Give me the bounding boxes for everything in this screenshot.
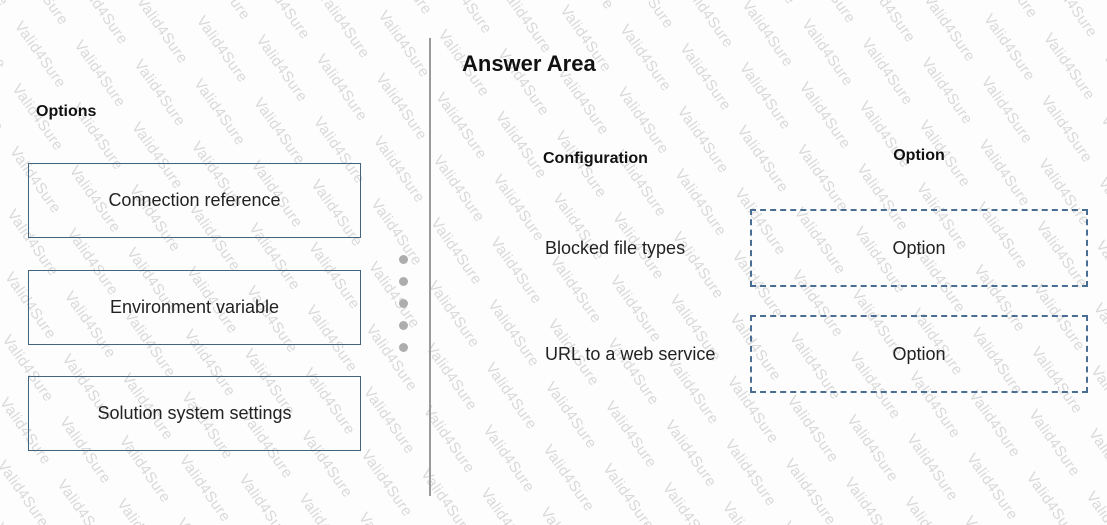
divider-dot <box>399 255 408 264</box>
column-header-configuration: Configuration <box>543 150 648 167</box>
option-item-environment-variable[interactable]: Environment variable <box>28 270 361 345</box>
options-title: Options <box>36 103 97 120</box>
answer-area-title: Answer Area <box>462 51 596 76</box>
option-item-label: Connection reference <box>108 190 281 210</box>
divider-dot <box>399 299 408 308</box>
option-item-connection-reference[interactable]: Connection reference <box>28 163 361 238</box>
divider-dot <box>399 277 408 286</box>
divider-dot <box>399 343 408 352</box>
column-header-option: Option <box>893 147 945 164</box>
option-item-label: Solution system settings <box>97 403 292 423</box>
option-item-label: Environment variable <box>109 297 280 317</box>
drop-target-blocked-file-types[interactable]: Option <box>750 209 1088 287</box>
divider-dot <box>399 321 408 330</box>
row-label-url-web-service: URL to a web service <box>545 343 716 364</box>
drop-target-url-web-service[interactable]: Option <box>750 315 1088 393</box>
option-item-solution-system-settings[interactable]: Solution system settings <box>28 376 361 451</box>
row-label-blocked-file-types: Blocked file types <box>545 237 686 258</box>
drop-target-placeholder: Option <box>892 343 946 364</box>
divider-line <box>429 38 431 496</box>
drop-target-placeholder: Option <box>892 237 946 258</box>
